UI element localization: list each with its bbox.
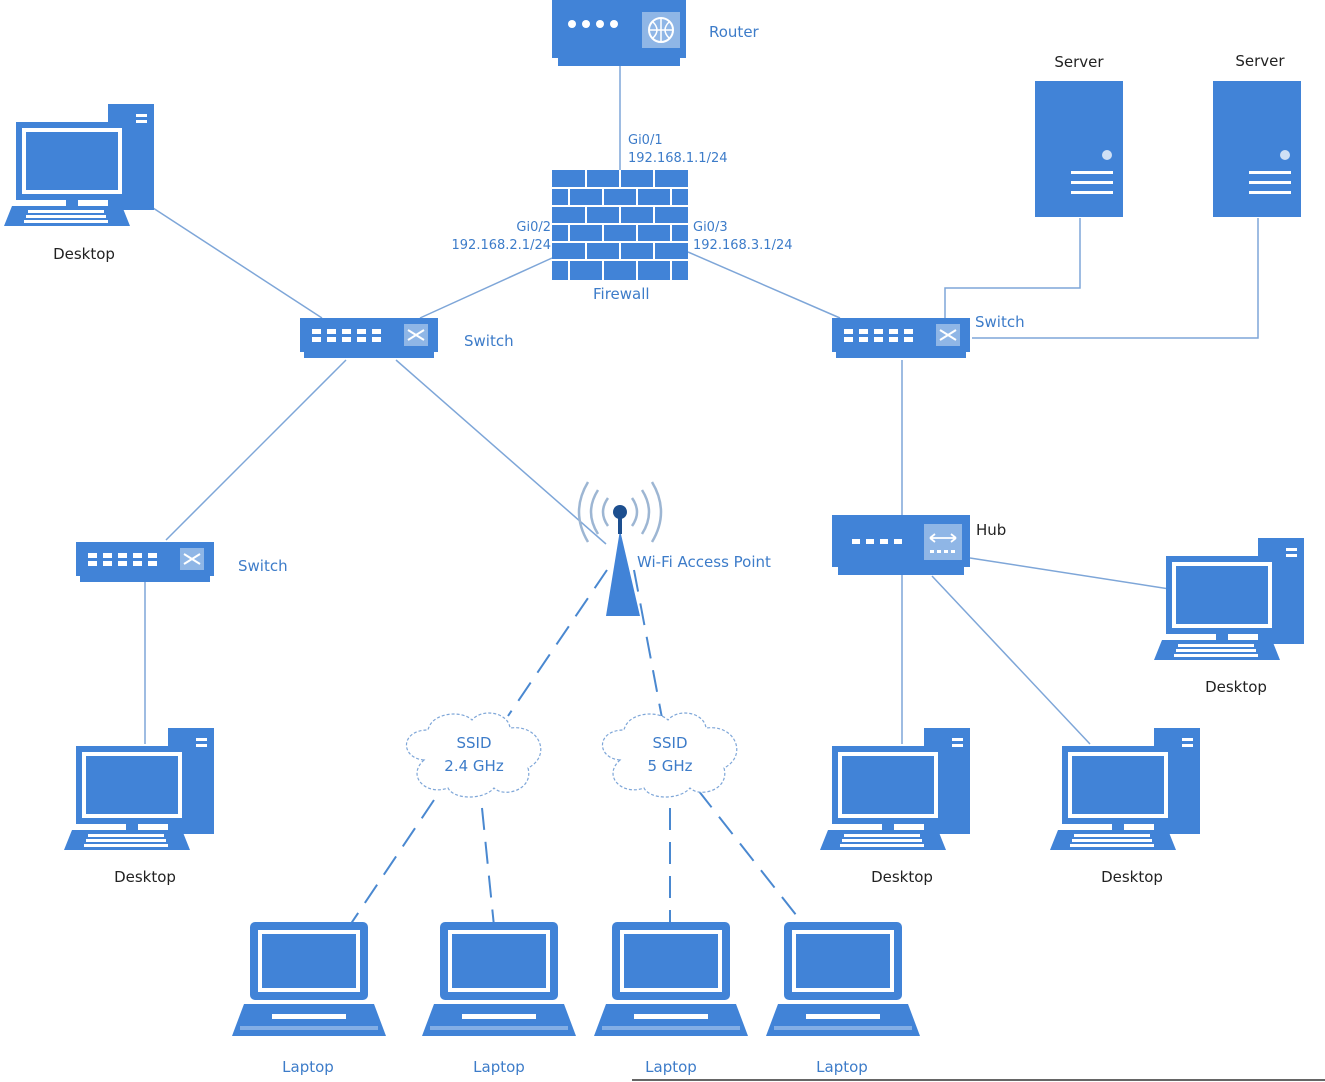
hub[interactable]: Hub [832,515,1006,575]
desktop-label: Desktop [1101,868,1163,886]
router-icon [552,0,686,66]
link-firewall-switch-left [419,257,553,319]
wifi-access-point[interactable]: Wi-Fi Access Point [577,481,771,616]
link-desktop-switch-left [149,205,323,319]
desktop-hub-1[interactable]: Desktop [820,728,970,886]
desktop-icon [820,728,970,850]
laptop-icon [422,922,576,1036]
laptop-1[interactable]: Laptop [232,922,386,1076]
laptop-label: Laptop [816,1058,868,1076]
desktop-hub-2[interactable]: Desktop [1050,728,1200,886]
hub-label: Hub [976,521,1006,539]
laptop-icon [594,922,748,1036]
ssid-label: SSID [456,734,491,752]
wifi-link-cloud1 [507,569,608,717]
wifi-link-cloud2 [633,569,663,719]
link-hub-desktop-right [969,557,1177,591]
ssid-cloud-24ghz: SSID 2.4 GHz [405,712,542,798]
gi03-ip: 192.168.3.1/24 [693,238,793,253]
server-2[interactable]: Server [1213,52,1301,217]
gi02-ip: 192.168.2.1/24 [452,238,552,253]
firewall-label: Firewall [593,285,650,303]
server-icon [1213,81,1301,217]
laptop-label: Laptop [282,1058,334,1076]
gi01-port: Gi0/1 [628,133,663,148]
firewall[interactable]: Firewall Gi0/1 192.168.1.1/24 Gi0/2 192.… [452,133,793,303]
ssid-band: 5 GHz [647,757,692,775]
link-hub-desktop-bottom2 [931,575,1091,745]
server-1[interactable]: Server [1035,53,1123,217]
wifi-access-point-icon [577,481,663,616]
router[interactable]: Router [552,0,760,66]
server-1-label: Server [1054,53,1104,71]
wifi-link-laptop4 [697,789,801,921]
desktop-label: Desktop [53,245,115,263]
desktop-right[interactable]: Desktop [1154,538,1304,696]
laptop-label: Laptop [645,1058,697,1076]
wifi-access-point-label: Wi-Fi Access Point [637,553,771,571]
gi02-port: Gi0/2 [516,220,551,235]
router-label: Router [709,23,760,41]
switch-icon [75,541,215,583]
desktop-icon [64,728,214,850]
gi01-ip: 192.168.1.1/24 [628,151,728,166]
laptop-3[interactable]: Laptop [594,922,748,1076]
switch-icon [831,317,971,359]
link-firewall-switch-right [687,251,841,319]
desktop-label: Desktop [871,868,933,886]
server-2-label: Server [1235,52,1285,70]
switch-lower-label: Switch [238,557,288,575]
switch-left-label: Switch [464,332,514,350]
laptop-4[interactable]: Laptop [766,922,920,1076]
switch-icon [299,317,439,359]
desktop-label: Desktop [1205,678,1267,696]
wifi-link-laptop2 [481,807,495,927]
server-icon [1035,81,1123,217]
ssid-band: 2.4 GHz [444,757,504,775]
switch-right[interactable]: Switch [831,313,1025,359]
ssid-label: SSID [652,734,687,752]
desktop-label: Desktop [114,868,176,886]
wireless-links [343,569,801,935]
desktop-icon [1154,538,1304,660]
desktop-bottom-left[interactable]: Desktop [64,728,214,886]
laptop-icon [232,922,386,1036]
firewall-icon [552,170,688,280]
link-switch-left-switch-lower [165,359,347,541]
switch-lower[interactable]: Switch [75,541,288,583]
ssid-cloud-5ghz: SSID 5 GHz [601,712,738,798]
link-switch-server2 [972,218,1259,339]
connections [144,60,1259,745]
laptop-icon [766,922,920,1036]
desktop-top-left[interactable]: Desktop [4,104,154,263]
laptop-2[interactable]: Laptop [422,922,576,1076]
wifi-link-laptop1 [343,799,435,935]
hub-icon [832,515,970,575]
laptop-label: Laptop [473,1058,525,1076]
desktop-icon [4,104,154,226]
link-switch-left-ap [395,359,607,545]
switch-left[interactable]: Switch [299,317,514,359]
desktop-icon [1050,728,1200,850]
switch-right-label: Switch [975,313,1025,331]
link-switch-server1 [944,218,1081,318]
gi03-port: Gi0/3 [693,220,728,235]
